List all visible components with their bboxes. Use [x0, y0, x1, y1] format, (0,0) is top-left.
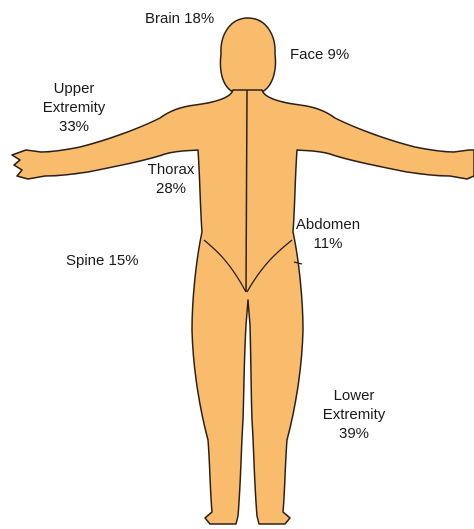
label-face-text: Face 9% [290, 45, 349, 64]
label-thorax: Thorax 28% [141, 160, 201, 198]
body-shape [12, 90, 474, 524]
label-thorax-line2: 28% [141, 179, 201, 198]
label-brain: Brain 18% [145, 9, 214, 28]
label-upper-extremity-line2: Extremity [36, 98, 112, 117]
label-thorax-line1: Thorax [141, 160, 201, 179]
label-upper-extremity-line1: Upper [36, 79, 112, 98]
label-abdomen-line1: Abdomen [290, 215, 366, 234]
label-lower-extremity-line3: 39% [306, 424, 402, 443]
label-face: Face 9% [290, 45, 349, 64]
label-lower-extremity-line2: Extremity [306, 405, 402, 424]
label-lower-extremity-line1: Lower [306, 386, 402, 405]
label-spine: Spine 15% [66, 251, 139, 270]
label-spine-text: Spine 15% [66, 251, 139, 270]
label-brain-text: Brain 18% [145, 9, 214, 28]
label-upper-extremity: Upper Extremity 33% [36, 79, 112, 136]
head-shape [220, 18, 275, 92]
label-upper-extremity-line3: 33% [36, 117, 112, 136]
label-abdomen: Abdomen 11% [290, 215, 366, 253]
label-abdomen-line2: 11% [290, 234, 366, 253]
midline [246, 90, 247, 292]
label-lower-extremity: Lower Extremity 39% [306, 386, 402, 443]
